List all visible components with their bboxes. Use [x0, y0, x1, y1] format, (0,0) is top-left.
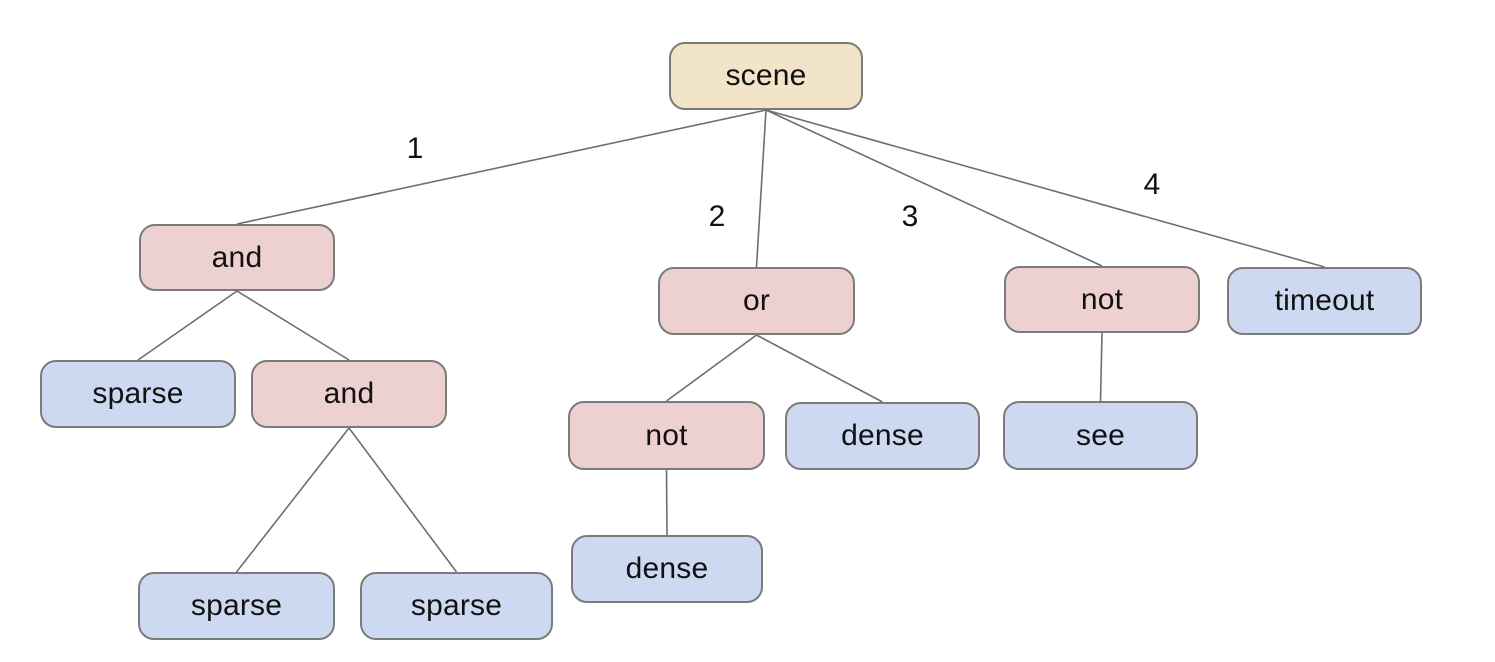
node-sparse3: sparse	[360, 572, 553, 640]
node-not2: not	[568, 401, 765, 470]
edge-label-1: 1	[407, 132, 424, 165]
node-not1: not	[1004, 266, 1200, 333]
edge-or1-dense1	[756, 334, 883, 403]
edge-and1-sparse1	[137, 290, 238, 361]
node-dense1: dense	[785, 402, 980, 470]
edge-label-2: 2	[709, 200, 726, 233]
edge-and2-sparse3	[348, 427, 458, 573]
edge-scene-and1	[236, 109, 767, 225]
edge-label-3: 3	[902, 200, 919, 233]
node-sparse1: sparse	[40, 360, 236, 428]
node-timeout1: timeout	[1227, 267, 1422, 335]
node-sparse2: sparse	[138, 572, 335, 640]
edge-and2-sparse2	[235, 427, 350, 573]
edge-label-4: 4	[1144, 168, 1161, 201]
edge-or1-not2	[666, 334, 757, 402]
node-and2: and	[251, 360, 447, 428]
node-and1: and	[139, 224, 335, 291]
edge-not1-see1	[1099, 332, 1103, 402]
edge-and1-and2	[236, 290, 350, 361]
node-scene: scene	[669, 42, 863, 110]
node-dense2: dense	[571, 535, 763, 603]
edge-not2-dense2	[665, 469, 668, 536]
node-or1: or	[658, 267, 855, 335]
node-see1: see	[1003, 401, 1198, 470]
edge-scene-timeout1	[765, 109, 1325, 268]
edge-scene-not1	[765, 109, 1103, 267]
edge-scene-or1	[755, 109, 767, 268]
